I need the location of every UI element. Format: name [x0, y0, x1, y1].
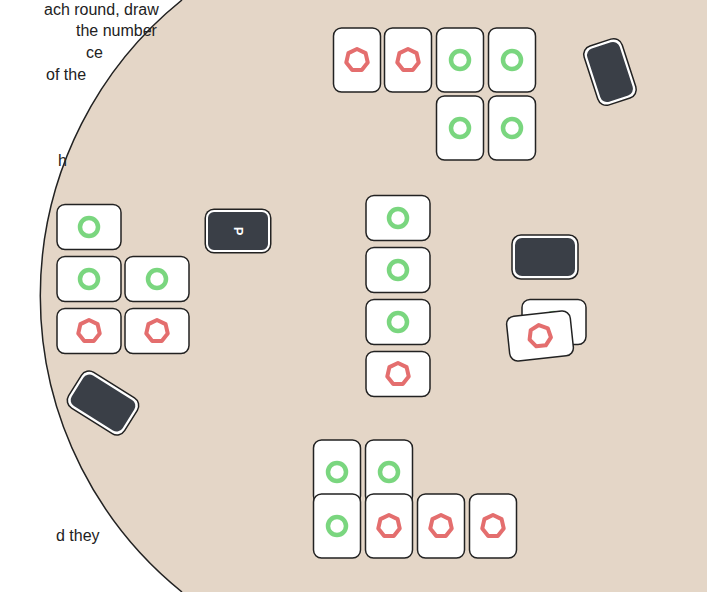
card-face — [489, 28, 536, 92]
red-heptagon-symbol — [78, 320, 99, 341]
face-card — [314, 494, 361, 558]
card-face — [470, 494, 517, 558]
face-down-cards — [64, 36, 639, 438]
green-ring-symbol — [503, 51, 521, 69]
face-down-card — [581, 36, 638, 107]
card-border — [512, 235, 578, 279]
face-card — [489, 28, 536, 92]
green-ring-symbol — [328, 517, 346, 535]
rule-text: the number — [76, 21, 157, 41]
green-ring-symbol — [503, 119, 521, 137]
green-ring-symbol — [389, 261, 407, 279]
red-heptagon-symbol — [387, 363, 408, 384]
red-heptagon-symbol — [146, 320, 167, 341]
red-heptagon-symbol — [482, 515, 503, 536]
card-face — [418, 494, 465, 558]
card-face — [385, 28, 432, 92]
card-face — [125, 257, 189, 302]
face-card — [125, 309, 189, 354]
card-face — [437, 28, 484, 92]
face-card — [334, 28, 381, 92]
face-card — [57, 257, 121, 302]
green-ring-symbol — [451, 119, 469, 137]
green-ring-symbol — [380, 463, 398, 481]
card-face — [489, 96, 536, 160]
face-card — [437, 96, 484, 160]
face-card — [437, 28, 484, 92]
card-border — [64, 368, 142, 439]
card-face — [57, 205, 121, 250]
face-card — [506, 310, 574, 361]
green-ring-symbol — [80, 218, 98, 236]
card-face — [366, 196, 430, 241]
face-card — [57, 205, 121, 250]
card-face — [57, 309, 121, 354]
rule-text: ach round, draw — [44, 0, 159, 20]
green-ring-symbol — [148, 270, 166, 288]
red-heptagon-symbol — [528, 324, 552, 347]
card-back — [68, 372, 138, 434]
face-card — [366, 196, 430, 241]
rule-text: of the — [46, 65, 86, 85]
face-card — [489, 96, 536, 160]
card-face — [366, 300, 430, 345]
card-face — [366, 494, 413, 558]
green-ring-symbol — [328, 463, 346, 481]
card-mark: P — [231, 227, 245, 236]
red-heptagon-symbol — [346, 49, 367, 70]
face-card — [366, 248, 430, 293]
card-back — [585, 40, 635, 104]
face-card — [385, 28, 432, 92]
face-card — [366, 494, 413, 558]
green-ring-symbol — [80, 270, 98, 288]
green-ring-symbol — [389, 313, 407, 331]
face-card — [418, 494, 465, 558]
rule-text: ce — [86, 43, 103, 63]
face-card — [57, 309, 121, 354]
card-face — [125, 309, 189, 354]
card-face — [366, 352, 430, 397]
card-border — [581, 36, 638, 107]
card-face — [334, 28, 381, 92]
card-face — [437, 96, 484, 160]
card-face — [57, 257, 121, 302]
green-ring-symbol — [389, 209, 407, 227]
card-face — [366, 248, 430, 293]
red-heptagon-symbol — [430, 515, 451, 536]
table-felt — [40, 0, 707, 592]
red-heptagon-symbol — [378, 515, 399, 536]
rule-text: h — [58, 151, 67, 171]
face-cards — [57, 28, 586, 558]
rule-text: d they — [56, 526, 100, 546]
face-card — [366, 352, 430, 397]
face-down-card — [64, 368, 142, 439]
card-back — [515, 238, 575, 276]
face-card — [366, 300, 430, 345]
face-down-card — [512, 235, 578, 279]
card-face — [314, 494, 361, 558]
green-ring-symbol — [451, 51, 469, 69]
face-card — [470, 494, 517, 558]
red-heptagon-symbol — [397, 49, 418, 70]
marked-card: P — [206, 210, 270, 252]
card-face — [506, 310, 574, 361]
face-card — [125, 257, 189, 302]
